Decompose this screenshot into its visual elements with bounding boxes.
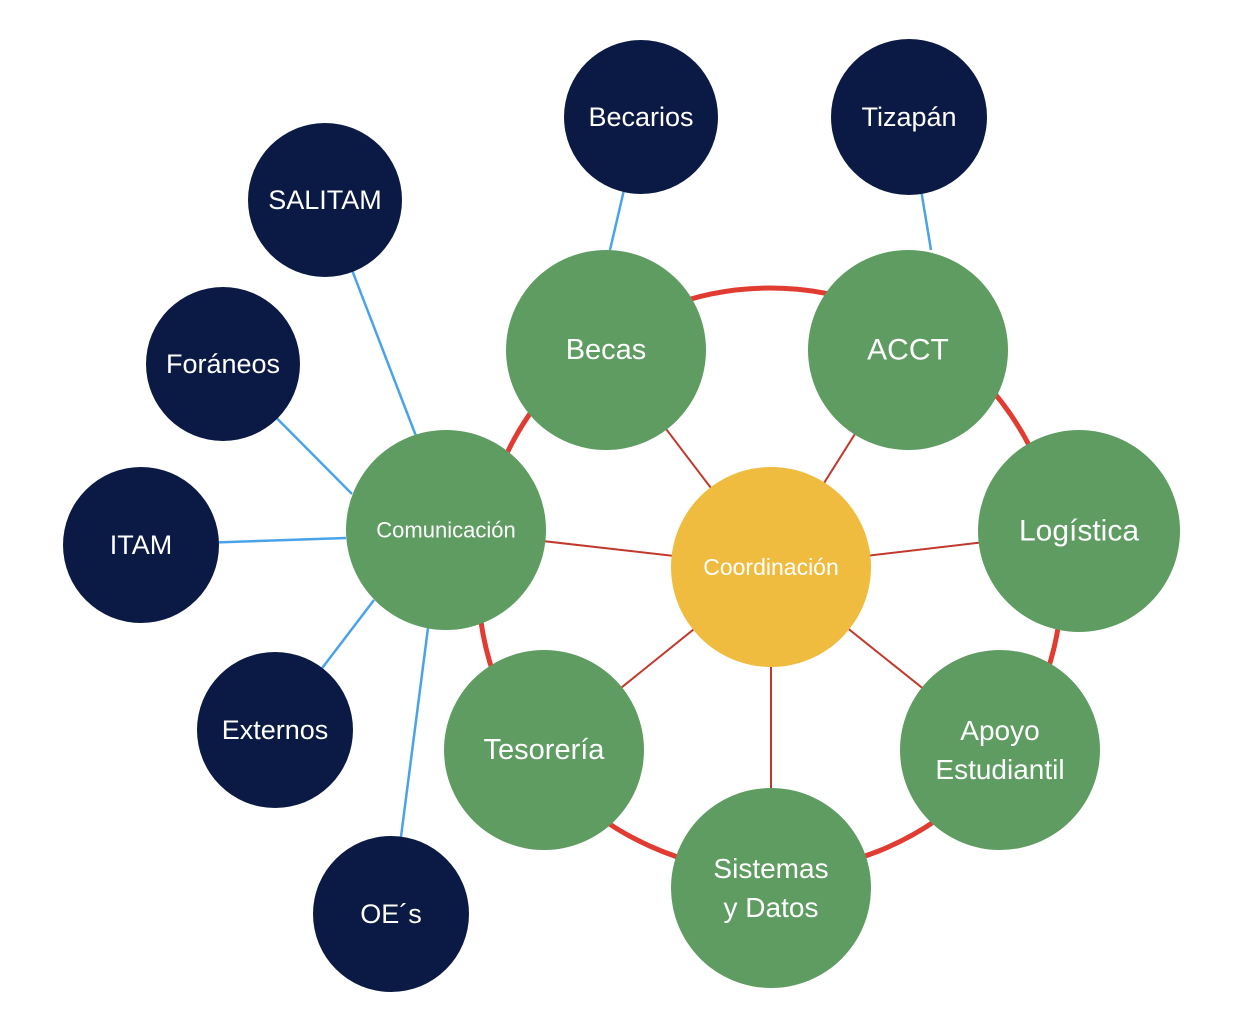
node-becarios-label: Becarios [588, 102, 693, 132]
node-tesoreria-circle [444, 650, 644, 850]
node-itam-label: ITAM [110, 530, 173, 560]
node-sistemas: Sistemas y Datos [671, 788, 871, 988]
node-tizapan-label: Tizapán [861, 102, 956, 132]
node-salitam-circle [248, 123, 402, 277]
node-foraneos: Foráneos [146, 287, 300, 441]
node-acct-circle [808, 250, 1008, 450]
node-apoyo-circle [900, 650, 1100, 850]
node-sistemas-label-2: y Datos [724, 892, 819, 923]
node-oes: OE´s [313, 836, 469, 992]
node-apoyo-label-1: Apoyo [960, 715, 1039, 746]
node-tesoreria: Tesorería [444, 650, 644, 850]
node-oes-circle [313, 836, 469, 992]
node-tizapan-circle [831, 39, 987, 195]
node-apoyo-label-2: Estudiantil [935, 754, 1064, 785]
node-salitam: SALITAM [248, 123, 402, 277]
node-tizapan: Tizapán [831, 39, 987, 195]
node-itam-circle [63, 467, 219, 623]
node-becas-label: Becas [566, 334, 647, 366]
node-becarios-circle [564, 40, 718, 194]
node-tesoreria-label: Tesorería [484, 734, 606, 766]
node-itam: ITAM [63, 467, 219, 623]
node-coordinacion-circle [671, 467, 871, 667]
node-comunicacion-label: Comunicación [376, 518, 515, 543]
node-externos: Externos [197, 652, 353, 808]
node-foraneos-circle [146, 287, 300, 441]
node-acct: ACCT [808, 250, 1008, 450]
node-logistica-label: Logística [1019, 515, 1139, 548]
node-becas-circle [506, 250, 706, 450]
node-salitam-label: SALITAM [268, 185, 382, 215]
node-becas: Becas [506, 250, 706, 450]
node-logistica: Logística [978, 430, 1180, 632]
node-oes-label: OE´s [360, 899, 422, 929]
node-logistica-circle [978, 430, 1180, 632]
node-coordinacion: Coordinación [671, 467, 871, 667]
node-becarios: Becarios [564, 40, 718, 194]
node-comunicacion-circle [346, 430, 546, 630]
node-acct-label: ACCT [867, 334, 949, 367]
node-comunicacion: Comunicación [346, 430, 546, 630]
node-externos-label: Externos [222, 715, 329, 745]
node-foraneos-label: Foráneos [166, 349, 280, 379]
node-externos-circle [197, 652, 353, 808]
node-sistemas-circle [671, 788, 871, 988]
node-coordinacion-label: Coordinación [703, 554, 839, 580]
node-sistemas-label-1: Sistemas [713, 853, 828, 884]
